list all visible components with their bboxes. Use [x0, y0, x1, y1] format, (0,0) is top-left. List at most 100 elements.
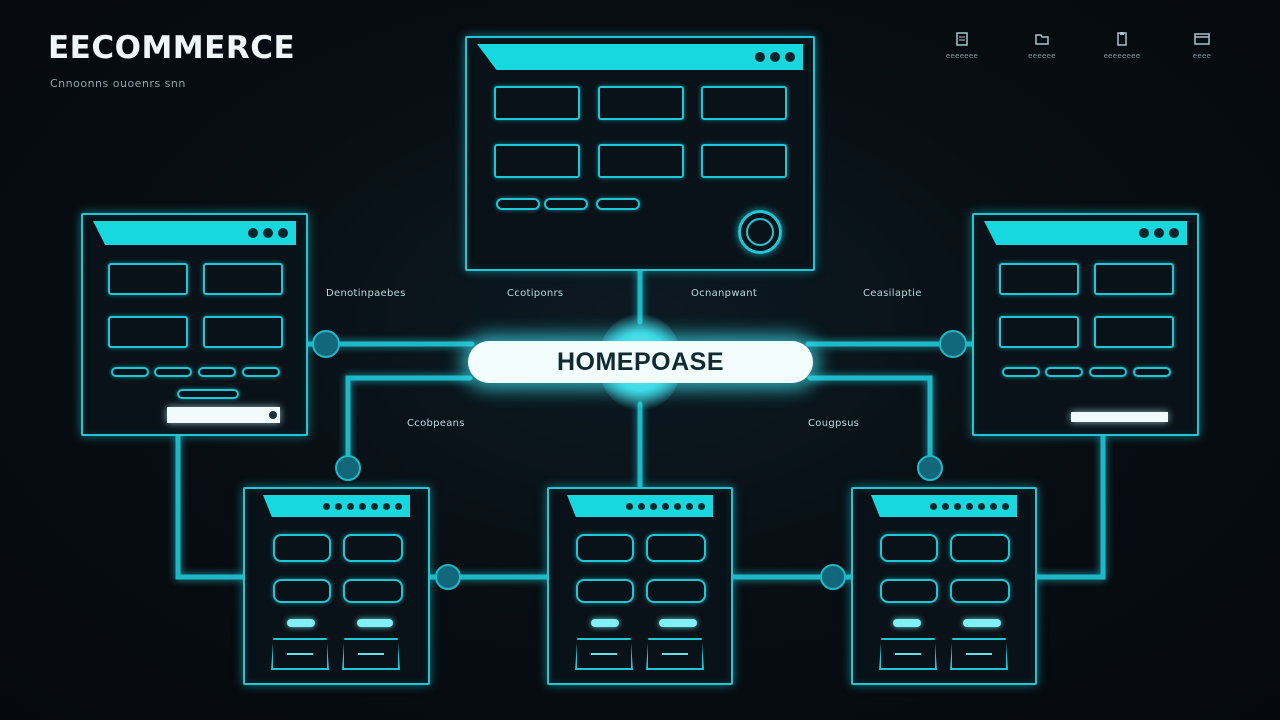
content-tile[interactable] [1094, 316, 1174, 348]
product-card[interactable] [575, 638, 633, 670]
window-control-icon[interactable] [954, 502, 961, 510]
nav-pill[interactable] [1133, 367, 1171, 377]
junction-node [917, 455, 943, 481]
window-control-icon[interactable] [755, 52, 765, 62]
homepage-hub[interactable]: HOMEPOASE [468, 341, 813, 383]
bottom-right-page-window[interactable] [851, 487, 1037, 685]
product-card[interactable] [646, 638, 704, 670]
content-tile[interactable] [880, 534, 938, 562]
window-control-icon[interactable] [626, 502, 633, 510]
content-tile[interactable] [108, 316, 188, 348]
input-bar[interactable] [1071, 412, 1168, 422]
content-tile[interactable] [494, 144, 580, 178]
content-tile[interactable] [999, 316, 1079, 348]
nav-item-document[interactable]: eeeeeee [936, 32, 988, 60]
content-tile[interactable] [701, 86, 787, 120]
top-page-window[interactable] [465, 36, 815, 271]
window-control-icon[interactable] [383, 502, 390, 510]
nav-item-clipboard[interactable]: eeeeeeee [1096, 32, 1148, 60]
window-control-icon[interactable] [966, 502, 973, 510]
window-control-icon[interactable] [395, 502, 402, 510]
content-tile[interactable] [108, 263, 188, 295]
connector-label: Ccobpeans [407, 418, 465, 429]
window-control-icon[interactable] [263, 228, 273, 238]
window-control-icon[interactable] [978, 502, 985, 510]
window-control-icon[interactable] [371, 502, 378, 510]
content-tile[interactable] [999, 263, 1079, 295]
content-tile[interactable] [950, 534, 1010, 562]
window-control-icon[interactable] [686, 502, 693, 510]
toggle-knob [269, 411, 277, 419]
brand-subtitle: Cnnoonns ouoenrs snn [50, 77, 186, 90]
content-tile[interactable] [646, 579, 706, 603]
toggle-pill[interactable] [287, 619, 315, 627]
clipboard-icon [1117, 32, 1127, 46]
nav-pill[interactable] [1002, 367, 1040, 377]
window-control-icon[interactable] [278, 228, 288, 238]
window-control-icon[interactable] [323, 502, 330, 510]
nav-item-folder[interactable]: eeeeee [1016, 32, 1068, 60]
content-tile[interactable] [598, 86, 684, 120]
window-control-icon[interactable] [650, 502, 657, 510]
nav-pill[interactable] [242, 367, 280, 377]
content-tile[interactable] [273, 534, 331, 562]
nav-pill[interactable] [111, 367, 149, 377]
window-control-icon[interactable] [930, 502, 937, 510]
window-control-icon[interactable] [248, 228, 258, 238]
product-card[interactable] [879, 638, 937, 670]
nav-pill[interactable] [1089, 367, 1127, 377]
toggle-pill[interactable] [659, 619, 697, 627]
content-tile[interactable] [343, 579, 403, 603]
product-card[interactable] [271, 638, 329, 670]
content-tile[interactable] [273, 579, 331, 603]
content-tile[interactable] [576, 579, 634, 603]
content-tile[interactable] [576, 534, 634, 562]
nav-pill[interactable] [1045, 367, 1083, 377]
right-page-window[interactable] [972, 213, 1199, 436]
input-bar[interactable] [167, 407, 280, 423]
content-tile[interactable] [880, 579, 938, 603]
window-control-icon[interactable] [942, 502, 949, 510]
window-control-icon[interactable] [359, 502, 366, 510]
product-card[interactable] [342, 638, 400, 670]
toggle-pill[interactable] [591, 619, 619, 627]
window-control-icon[interactable] [698, 502, 705, 510]
nav-pill[interactable] [544, 198, 588, 210]
content-tile[interactable] [203, 263, 283, 295]
content-tile[interactable] [598, 144, 684, 178]
nav-item-window[interactable]: eeee [1176, 32, 1228, 60]
toggle-pill[interactable] [357, 619, 393, 627]
bottom-left-page-window[interactable] [243, 487, 430, 685]
window-control-icon[interactable] [1169, 228, 1179, 238]
content-tile[interactable] [701, 144, 787, 178]
content-tile[interactable] [950, 579, 1010, 603]
window-control-icon[interactable] [638, 502, 645, 510]
nav-pill[interactable] [177, 389, 239, 399]
product-card[interactable] [950, 638, 1008, 670]
window-control-icon[interactable] [662, 502, 669, 510]
window-control-icon[interactable] [990, 502, 997, 510]
toggle-pill[interactable] [893, 619, 921, 627]
junction-node [312, 330, 340, 358]
window-control-icon[interactable] [1139, 228, 1149, 238]
window-control-icon[interactable] [335, 502, 342, 510]
nav-pill[interactable] [596, 198, 640, 210]
bottom-center-page-window[interactable] [547, 487, 733, 685]
window-control-icon[interactable] [347, 502, 354, 510]
content-tile[interactable] [1094, 263, 1174, 295]
nav-pill[interactable] [198, 367, 236, 377]
window-control-icon[interactable] [785, 52, 795, 62]
content-tile[interactable] [646, 534, 706, 562]
left-page-window[interactable] [81, 213, 308, 436]
toggle-pill[interactable] [963, 619, 1001, 627]
window-control-icon[interactable] [1002, 502, 1009, 510]
content-tile[interactable] [343, 534, 403, 562]
nav-pill[interactable] [154, 367, 192, 377]
content-tile[interactable] [203, 316, 283, 348]
window-control-icon[interactable] [770, 52, 780, 62]
content-tile[interactable] [494, 86, 580, 120]
window-control-icon[interactable] [674, 502, 681, 510]
nav-pill[interactable] [496, 198, 540, 210]
action-button[interactable] [738, 210, 782, 254]
window-control-icon[interactable] [1154, 228, 1164, 238]
